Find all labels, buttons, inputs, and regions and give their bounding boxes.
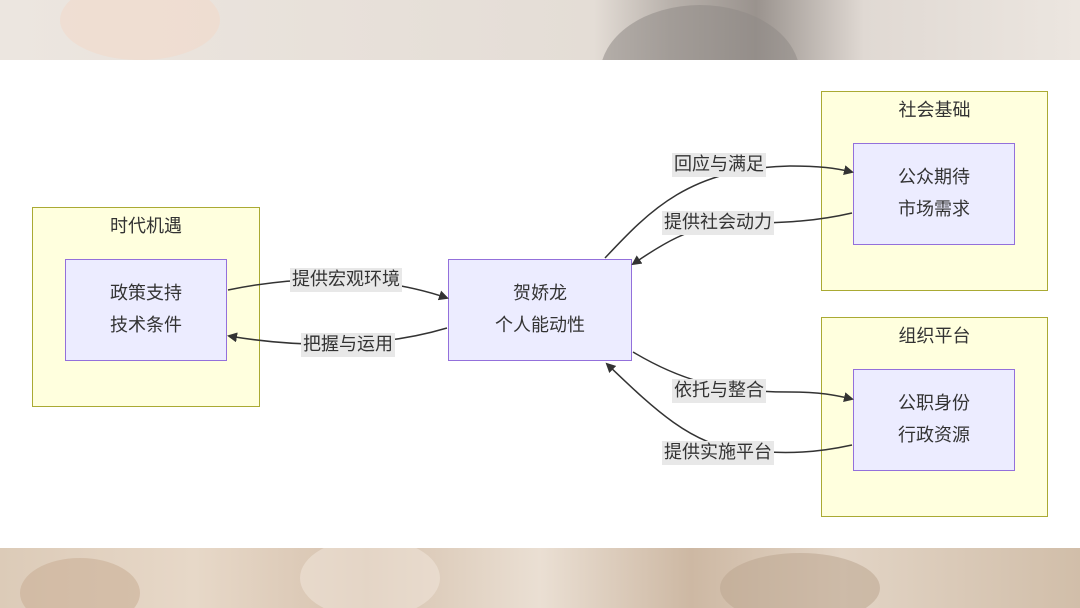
node-post[interactable]: 公职身份 行政资源	[853, 369, 1015, 471]
node-policy-line2: 技术条件	[110, 315, 182, 336]
group-org-title: 组织平台	[898, 326, 971, 347]
edge-label-rely-and-integrate: 依托与整合	[672, 379, 766, 403]
node-hejiaolong-line2: 个人能动性	[495, 315, 585, 336]
group-society-title: 社会基础	[898, 100, 971, 121]
edge-hejiaolong-to-post	[632, 351, 854, 403]
edge-label-respond-and-satisfy: 回应与满足	[672, 153, 766, 177]
edge-post-to-hejiaolong	[605, 362, 853, 454]
group-era-title: 时代机遇	[110, 216, 182, 237]
edge-label-grasp-and-use: 把握与运用	[301, 333, 395, 357]
edge-label-social-momentum: 提供社会动力	[662, 211, 774, 235]
node-policy-line1: 政策支持	[110, 283, 182, 304]
edge-label-implementation-platform: 提供实施平台	[662, 441, 774, 465]
node-policy[interactable]: 政策支持 技术条件	[65, 259, 227, 361]
background-photo-bottom	[0, 548, 1080, 608]
node-hejiaolong[interactable]: 贺娇龙 个人能动性	[448, 259, 632, 361]
node-public[interactable]: 公众期待 市场需求	[853, 143, 1015, 245]
edge-label-provide-macro-environment: 提供宏观环境	[290, 268, 402, 292]
node-hejiaolong-line1: 贺娇龙	[513, 283, 567, 304]
node-public-line1: 公众期待	[898, 167, 970, 188]
node-post-line2: 行政资源	[898, 425, 970, 446]
node-post-line1: 公职身份	[898, 393, 970, 414]
background-photo-top	[0, 0, 1080, 60]
node-public-line2: 市场需求	[898, 199, 970, 220]
